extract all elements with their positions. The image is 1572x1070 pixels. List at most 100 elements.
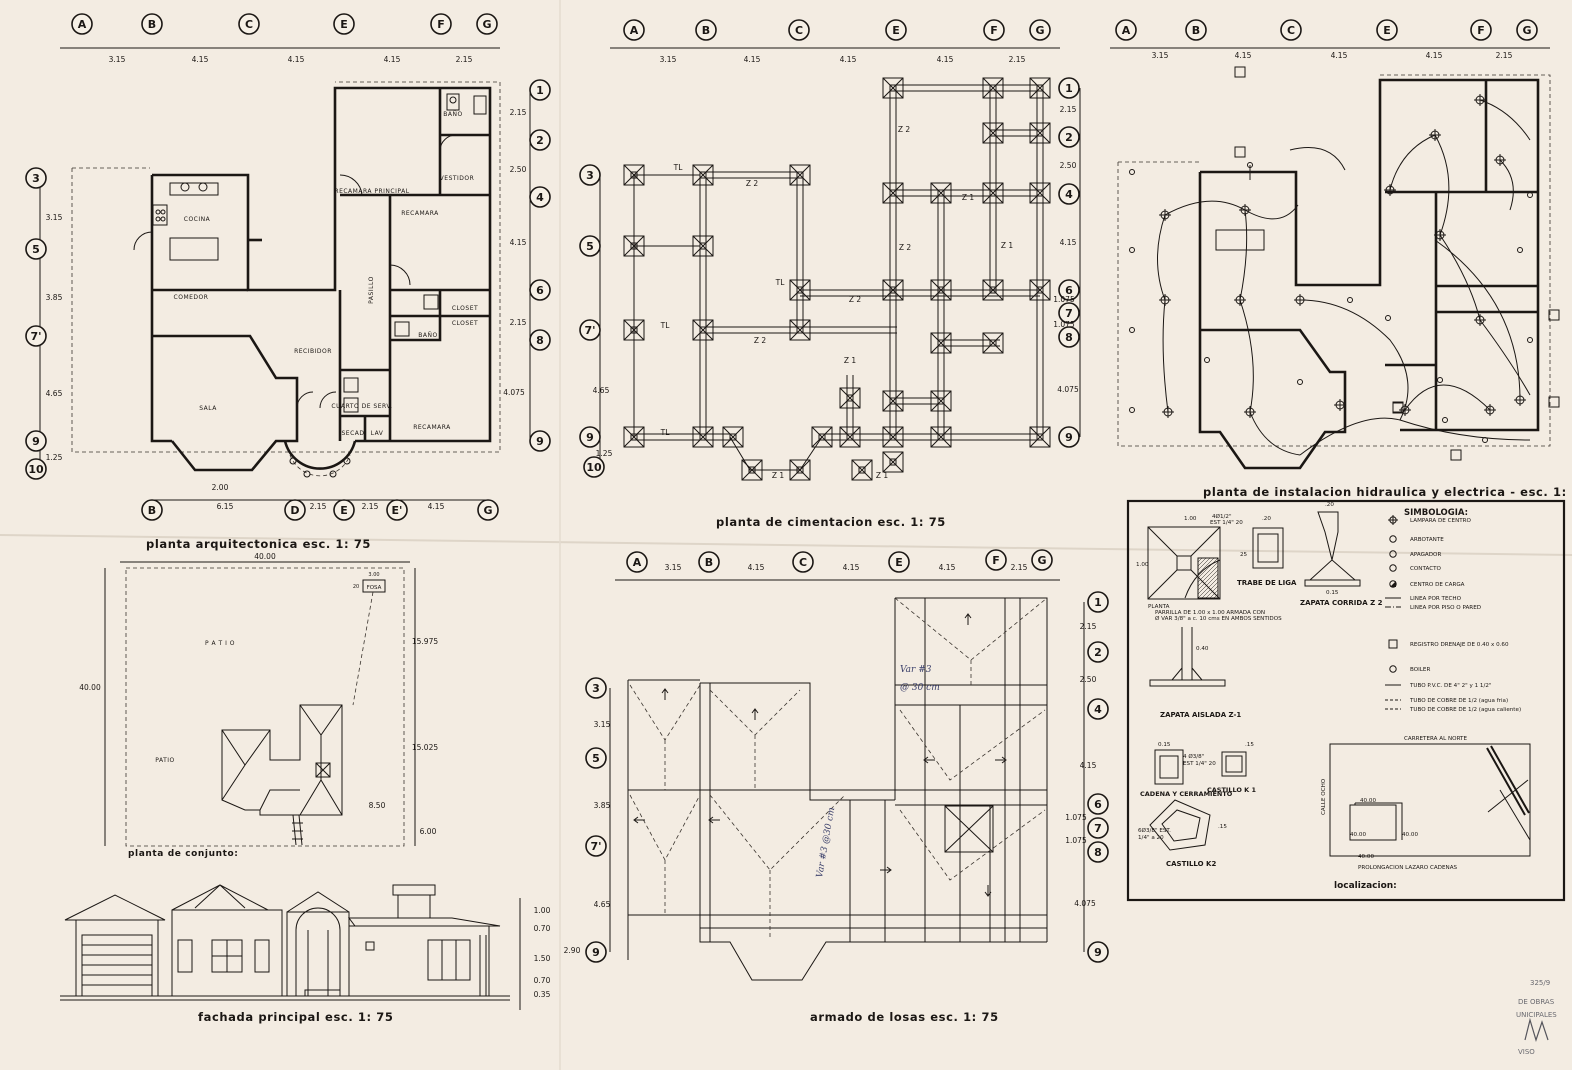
legend-label: LINEA POR PISO O PARED — [1410, 605, 1481, 611]
axis-label: E' — [392, 504, 403, 517]
outlet-icon — [1129, 407, 1135, 413]
axis-label: A — [78, 18, 87, 31]
axis-label: 4 — [536, 191, 544, 204]
footing — [882, 77, 904, 99]
detail-dim: .20 — [1262, 516, 1271, 522]
detail-dim: 4 Ø3/8" — [1183, 753, 1205, 760]
dimension: 4.15 — [1426, 51, 1443, 60]
stamp-signature-icon — [1524, 1017, 1549, 1042]
axis-label: 1 — [1065, 82, 1073, 95]
municipal-stamp: 325/9 DE OBRAS UNICIPALES VISO — [1516, 979, 1557, 1056]
detail-dim: 25 — [1240, 552, 1248, 558]
dimension: 2.90 — [564, 946, 581, 955]
electrical-fixtures — [1129, 66, 1560, 461]
drain-register-icon — [1548, 396, 1560, 408]
axis-label: F — [437, 18, 445, 31]
outlet-icon — [1517, 247, 1523, 253]
dimension: 15.975 — [412, 637, 438, 646]
location-label: localizacion: — [1334, 881, 1397, 891]
axis-label: D — [290, 504, 299, 517]
axis-label: C — [245, 18, 253, 31]
dimension: 4.15 — [1331, 51, 1348, 60]
beam-label: Z 1 — [1001, 241, 1014, 250]
lamp-icon — [1244, 406, 1256, 418]
outlet-icon — [1385, 315, 1391, 321]
dimension: 3.00 — [368, 572, 379, 578]
footing — [811, 426, 833, 448]
footing — [1029, 182, 1051, 204]
detail-dim: 1.00 — [1136, 562, 1149, 568]
planta-conjunto: 40.00 40.00 15.975 15.025 8.50 6.00 FOSA… — [79, 552, 438, 859]
footing — [882, 451, 904, 473]
location-dim: 40.00 — [1360, 798, 1376, 804]
dimension: 3.15 — [594, 720, 611, 729]
dimension: 4.15 — [384, 55, 401, 64]
detail-title: TRABE DE LIGA — [1237, 579, 1297, 587]
dimension: 2.50 — [1080, 675, 1097, 684]
dimension: 4.15 — [744, 55, 761, 64]
axis-label: 2 — [536, 134, 544, 147]
location-street: CALLE OCHO — [1321, 778, 1327, 815]
dimension: 4.65 — [46, 389, 63, 398]
footing — [882, 426, 904, 448]
dimension: 1.075 — [1065, 836, 1087, 845]
dimension: 2.50 — [1060, 161, 1077, 170]
axis-row-bottom-arq: B D E E' G 6.15 2.00 2.15 2.15 4.15 — [141, 483, 499, 521]
dimension: 6.15 — [217, 502, 234, 511]
axis-label: 2 — [1065, 131, 1073, 144]
lamp-icon — [1429, 129, 1441, 141]
axis-label: 1 — [536, 84, 544, 97]
detail-dim: EST 1/4" 20 — [1210, 520, 1243, 526]
axis-label: 6 — [536, 284, 544, 297]
footing — [789, 319, 811, 341]
dimension: 1.25 — [596, 449, 613, 458]
legend-label: TUBO DE COBRE DE 1/2 (agua fria) — [1409, 698, 1508, 704]
legend-label: LAMPARA DE CENTRO — [1410, 518, 1472, 524]
dimension: 2.15 — [510, 108, 527, 117]
dimension: 20 — [353, 584, 359, 590]
drain-register-icon — [1388, 639, 1398, 649]
axis-label: E — [1383, 24, 1391, 37]
footing — [789, 279, 811, 301]
dimension: 4.15 — [937, 55, 954, 64]
handwritten-note: @ 30 cm — [900, 683, 940, 693]
detail-title: CADENA Y CERRAMIENTO — [1140, 790, 1233, 798]
legend-item: TUBO DE COBRE DE 1/2 (agua caliente) — [1385, 707, 1521, 713]
axis-label: 3 — [32, 172, 40, 185]
legend-item: LINEA POR PISO O PARED — [1385, 605, 1481, 611]
legend-label: TUBO P.V.C. DE 4" 2" y 1 1/2" — [1409, 683, 1492, 689]
patio-label: P A T I O — [205, 640, 235, 647]
lamp-icon — [1484, 404, 1496, 416]
dimension: 2.15 — [510, 318, 527, 327]
legend-item: TUBO P.V.C. DE 4" 2" y 1 1/2" — [1385, 683, 1492, 689]
drawing-title-fachada: fachada principal esc. 1: 75 — [198, 1010, 394, 1024]
footing — [882, 390, 904, 412]
handwritten-note: Var #3 — [900, 665, 932, 675]
legend-label: LINEA POR TECHO — [1410, 596, 1462, 602]
axis-label: B — [1192, 24, 1200, 37]
dimension: 4.15 — [1080, 761, 1097, 770]
detail-dim: EST 1/4" 20 — [1183, 761, 1216, 767]
beam-label: Z 1 — [844, 356, 857, 365]
footing — [839, 387, 861, 409]
dimension: 1.075 — [1053, 295, 1075, 304]
legend-label: CONTACTO — [1410, 566, 1442, 572]
footing — [930, 279, 952, 301]
detail-dim: 0.15 — [1326, 590, 1339, 596]
axis-column-left-arq: 3 5 7' 9 10 3.15 3.85 4.65 1.25 — [25, 167, 63, 480]
legend-item: BOILER — [1389, 665, 1430, 673]
legend-label: BOILER — [1410, 667, 1430, 673]
axis-label: 6 — [1065, 284, 1073, 297]
dimension: 3.15 — [660, 55, 677, 64]
footing — [692, 426, 714, 448]
axis-label: 7 — [1065, 307, 1073, 320]
dimension: 4.15 — [840, 55, 857, 64]
axis-label: 1 — [1094, 596, 1102, 609]
dimension: 4.075 — [1074, 899, 1096, 908]
axis-label: F — [1477, 24, 1485, 37]
legend-item: LINEA POR TECHO — [1385, 596, 1462, 602]
lamp-icon — [1294, 294, 1306, 306]
room-label: CLOSET — [452, 320, 478, 327]
dimension: 4.075 — [1057, 385, 1079, 394]
beam-label: TL — [673, 163, 684, 172]
